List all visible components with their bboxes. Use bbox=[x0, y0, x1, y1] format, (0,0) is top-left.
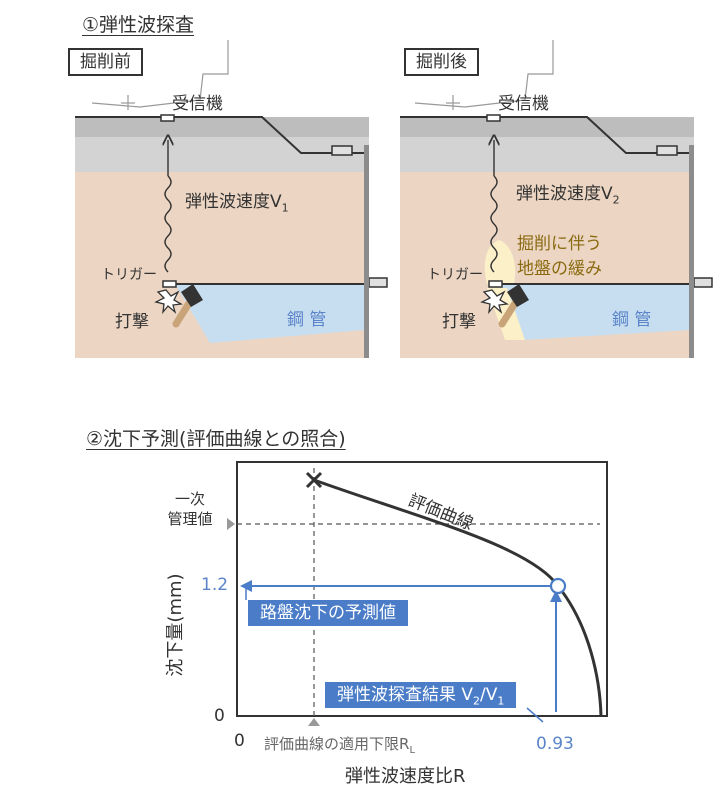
seismic-wave-before bbox=[164, 175, 172, 273]
curve-start-marker bbox=[305, 471, 323, 489]
strike-label-after: 打撃 bbox=[442, 312, 476, 332]
pipe-zone-after bbox=[497, 284, 690, 340]
seismic-wave-after bbox=[490, 175, 498, 273]
sheet-pile-after bbox=[689, 145, 694, 358]
primary-limit-label-line2: 管理値 bbox=[167, 510, 213, 528]
x-zero-label: 0 bbox=[234, 731, 245, 751]
evaluation-chart bbox=[227, 461, 608, 726]
x-value-label: 0.93 bbox=[536, 734, 574, 754]
trigger-label-after: トリガー bbox=[427, 267, 483, 283]
velocity-v2-label: 弾性波速度V2 bbox=[516, 184, 620, 207]
evaluation-curve bbox=[313, 478, 603, 717]
receiver-label-after: 受信機 bbox=[498, 94, 549, 114]
trigger-device-before bbox=[162, 280, 177, 288]
receiver-device-before bbox=[160, 114, 175, 122]
velocity-v1-label: 弾性波速度V1 bbox=[185, 192, 289, 215]
y-zero-label: 0 bbox=[214, 706, 225, 726]
x-axis-label: 弾性波速度比R bbox=[345, 766, 466, 787]
receiver-label-before: 受信機 bbox=[172, 94, 223, 114]
phase-after-label: 掘削後 bbox=[404, 48, 479, 76]
y-value-label: 1.2 bbox=[201, 575, 229, 595]
pipe-zone-before bbox=[175, 284, 364, 343]
prediction-label: 路盤沈下の予測値 bbox=[248, 600, 408, 626]
panel-after bbox=[400, 40, 713, 358]
section1-title: ①弾性波探査 bbox=[82, 14, 195, 36]
phase-before-label: 掘削前 bbox=[68, 48, 143, 76]
trigger-label-before: トリガー bbox=[101, 267, 157, 283]
surface-layer-before bbox=[75, 137, 369, 172]
primary-limit-label-line1: 一次 bbox=[174, 490, 205, 508]
steel-pipe-label-before: 鋼 管 bbox=[287, 310, 327, 330]
surface-layer-after bbox=[400, 137, 694, 172]
y-axis-label: 沈下量(mm) bbox=[165, 573, 186, 677]
result-label: 弾性波探査結果 V2/V1 bbox=[325, 682, 517, 708]
result-point bbox=[549, 577, 567, 595]
panel-before bbox=[75, 40, 388, 358]
hammer-icon bbox=[154, 284, 203, 328]
hammer-icon bbox=[480, 284, 529, 328]
steel-pipe-label-after: 鋼 管 bbox=[612, 310, 652, 330]
loosened-ground-zone bbox=[484, 240, 516, 284]
section2-title: ②沈下予測(評価曲線との照合) bbox=[86, 428, 346, 450]
chart-frame bbox=[236, 461, 608, 717]
loosening-label-line2: 地盤の緩み bbox=[517, 259, 602, 279]
strike-label-before: 打撃 bbox=[115, 312, 149, 332]
loosening-label-line1: 掘削に伴う bbox=[517, 234, 602, 254]
sheet-pile-before bbox=[364, 145, 369, 358]
receiver-device-after bbox=[486, 114, 501, 122]
trigger-device-after bbox=[488, 280, 503, 288]
seismic-survey-panels bbox=[75, 40, 713, 358]
x-lower-limit-label: 評価曲線の適用下限RL bbox=[264, 735, 416, 756]
